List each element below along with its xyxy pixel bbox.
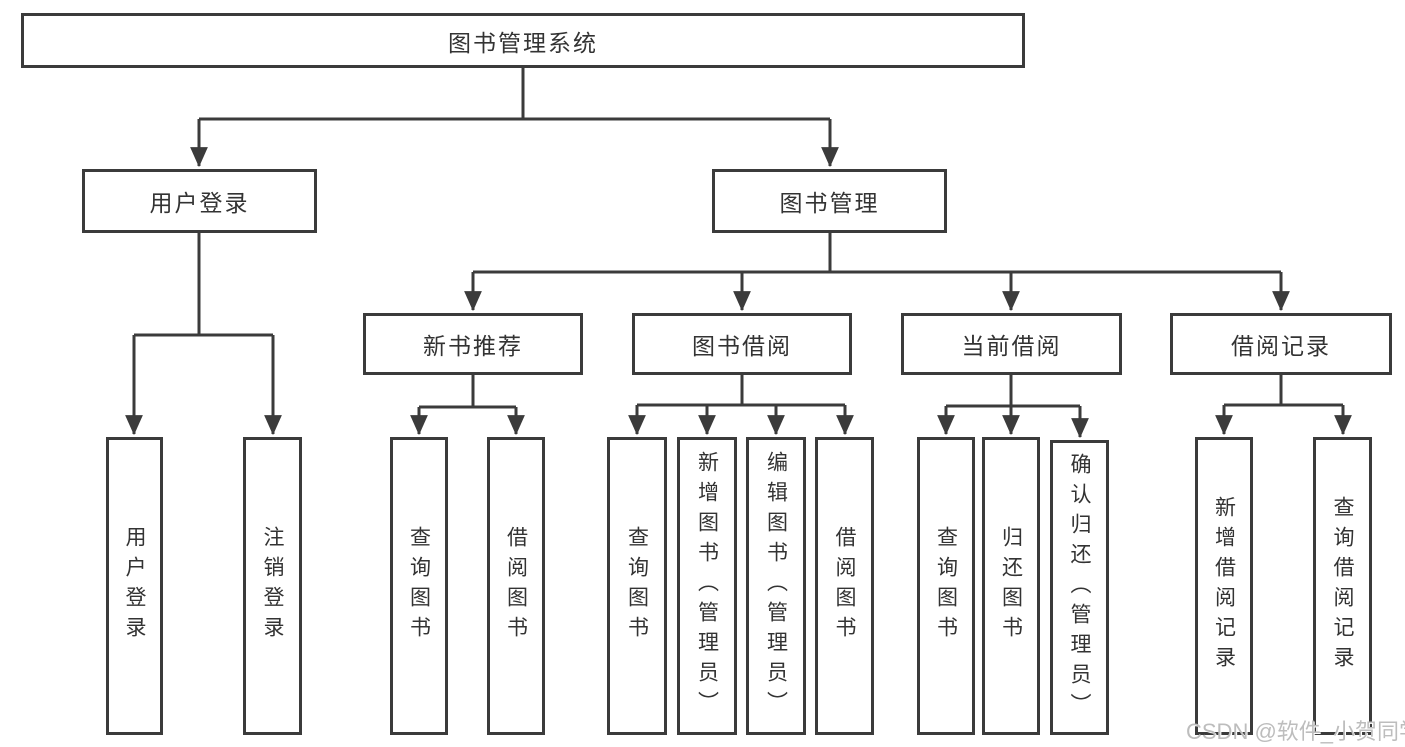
node-new-book-recommend: 新书推荐 bbox=[363, 313, 583, 375]
leaf-record-add-borrow-record: 新增借阅记录 bbox=[1195, 437, 1253, 735]
csdn-watermark: CSDN @软件_小贺同学 bbox=[1186, 719, 1405, 744]
leaf-record-query-borrow-record-label: 查询借阅记录 bbox=[1331, 496, 1354, 676]
leaf-newbook-query-books: 查询图书 bbox=[390, 437, 448, 735]
leaf-user-login-label: 用户登录 bbox=[123, 526, 146, 646]
node-root: 图书管理系统 bbox=[21, 13, 1025, 68]
node-borrow-record: 借阅记录 bbox=[1170, 313, 1392, 375]
leaf-newbook-query-books-label: 查询图书 bbox=[407, 526, 431, 646]
node-new-book-recommend-label: 新书推荐 bbox=[423, 333, 523, 359]
leaf-logout-label: 注销登录 bbox=[261, 526, 284, 646]
leaf-borrow-edit-books-admin: 编辑图书（管理员） bbox=[746, 437, 806, 735]
leaf-borrow-add-books-admin-label: 新增图书（管理员） bbox=[695, 451, 719, 721]
leaf-current-query-books-label: 查询图书 bbox=[934, 526, 958, 646]
leaf-borrow-borrow-books-label: 借阅图书 bbox=[833, 526, 856, 646]
node-current-borrow: 当前借阅 bbox=[901, 313, 1122, 375]
node-current-borrow-label: 当前借阅 bbox=[961, 333, 1062, 359]
leaf-current-query-books: 查询图书 bbox=[917, 437, 975, 735]
leaf-borrow-query-books-label: 查询图书 bbox=[625, 526, 649, 646]
leaf-borrow-add-books-admin: 新增图书（管理员） bbox=[677, 437, 737, 735]
node-book-borrow: 图书借阅 bbox=[632, 313, 852, 375]
leaf-record-query-borrow-record: 查询借阅记录 bbox=[1313, 437, 1372, 735]
leaf-newbook-borrow-books-label: 借阅图书 bbox=[504, 526, 528, 646]
node-book-management: 图书管理 bbox=[712, 169, 947, 233]
leaf-borrow-query-books: 查询图书 bbox=[607, 437, 667, 735]
node-book-borrow-label: 图书借阅 bbox=[692, 333, 792, 359]
leaf-logout: 注销登录 bbox=[243, 437, 302, 735]
leaf-current-return-books-label: 归还图书 bbox=[999, 526, 1023, 646]
leaf-borrow-edit-books-admin-label: 编辑图书（管理员） bbox=[764, 451, 788, 721]
leaf-current-confirm-return-admin-label: 确认归还（管理员） bbox=[1068, 452, 1091, 723]
leaf-current-return-books: 归还图书 bbox=[982, 437, 1040, 735]
node-user-login-label: 用户登录 bbox=[149, 190, 250, 216]
leaf-newbook-borrow-books: 借阅图书 bbox=[487, 437, 545, 735]
node-user-login: 用户登录 bbox=[82, 169, 317, 233]
leaf-current-confirm-return-admin: 确认归还（管理员） bbox=[1050, 440, 1109, 735]
leaf-user-login: 用户登录 bbox=[106, 437, 163, 735]
node-book-management-label: 图书管理 bbox=[779, 190, 880, 216]
node-root-label: 图书管理系统 bbox=[448, 29, 598, 56]
leaf-borrow-borrow-books: 借阅图书 bbox=[815, 437, 874, 735]
leaf-record-add-borrow-record-label: 新增借阅记录 bbox=[1212, 496, 1236, 676]
node-borrow-record-label: 借阅记录 bbox=[1231, 333, 1331, 359]
